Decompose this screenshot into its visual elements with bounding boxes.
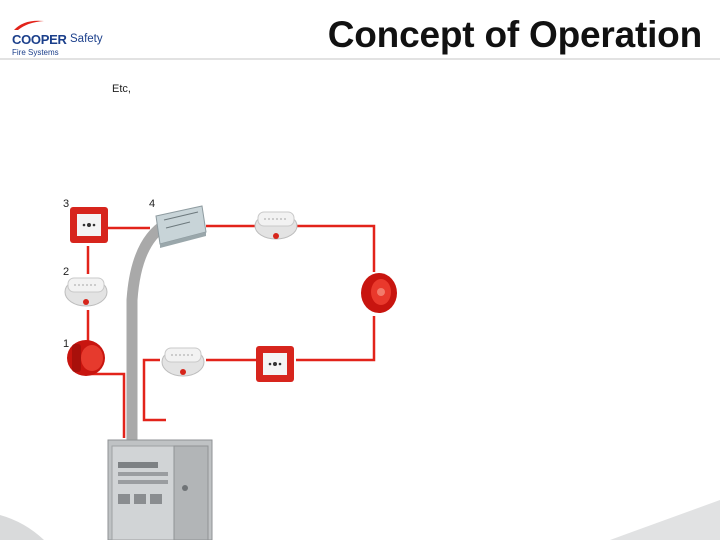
logo-product-name: Safety (70, 33, 103, 45)
cooper-safety-logo: COOPER Safety Fire Systems (8, 18, 118, 58)
panel-cable (126, 218, 172, 446)
smoke-detector-icon (64, 277, 108, 307)
decorative-swoosh (610, 500, 720, 540)
smoke-detector-icon (161, 347, 205, 377)
logo-swoosh-icon (14, 20, 44, 30)
etc-note: Etc, (112, 83, 131, 95)
smoke-detector-icon (254, 211, 298, 240)
device-number-2: 2 (63, 266, 70, 278)
device-number-3: 3 (63, 198, 70, 210)
header-divider (0, 58, 720, 60)
loop-interface-module-icon (155, 205, 207, 248)
control-panel-icon (107, 439, 213, 540)
slide-title: Concept of Operation (327, 14, 702, 55)
logo-division: Fire Systems (12, 48, 59, 57)
device-number-4: 4 (149, 198, 156, 210)
manual-call-point-icon (256, 346, 294, 382)
device-number-1: 1 (63, 338, 70, 350)
logo-brand-name: COOPER (12, 32, 67, 47)
decorative-swoosh (0, 515, 44, 540)
manual-call-point-icon (70, 207, 108, 243)
sounder-beacon-icon (361, 273, 397, 313)
sounder-icon (67, 340, 105, 376)
loop-wiring (86, 224, 376, 438)
